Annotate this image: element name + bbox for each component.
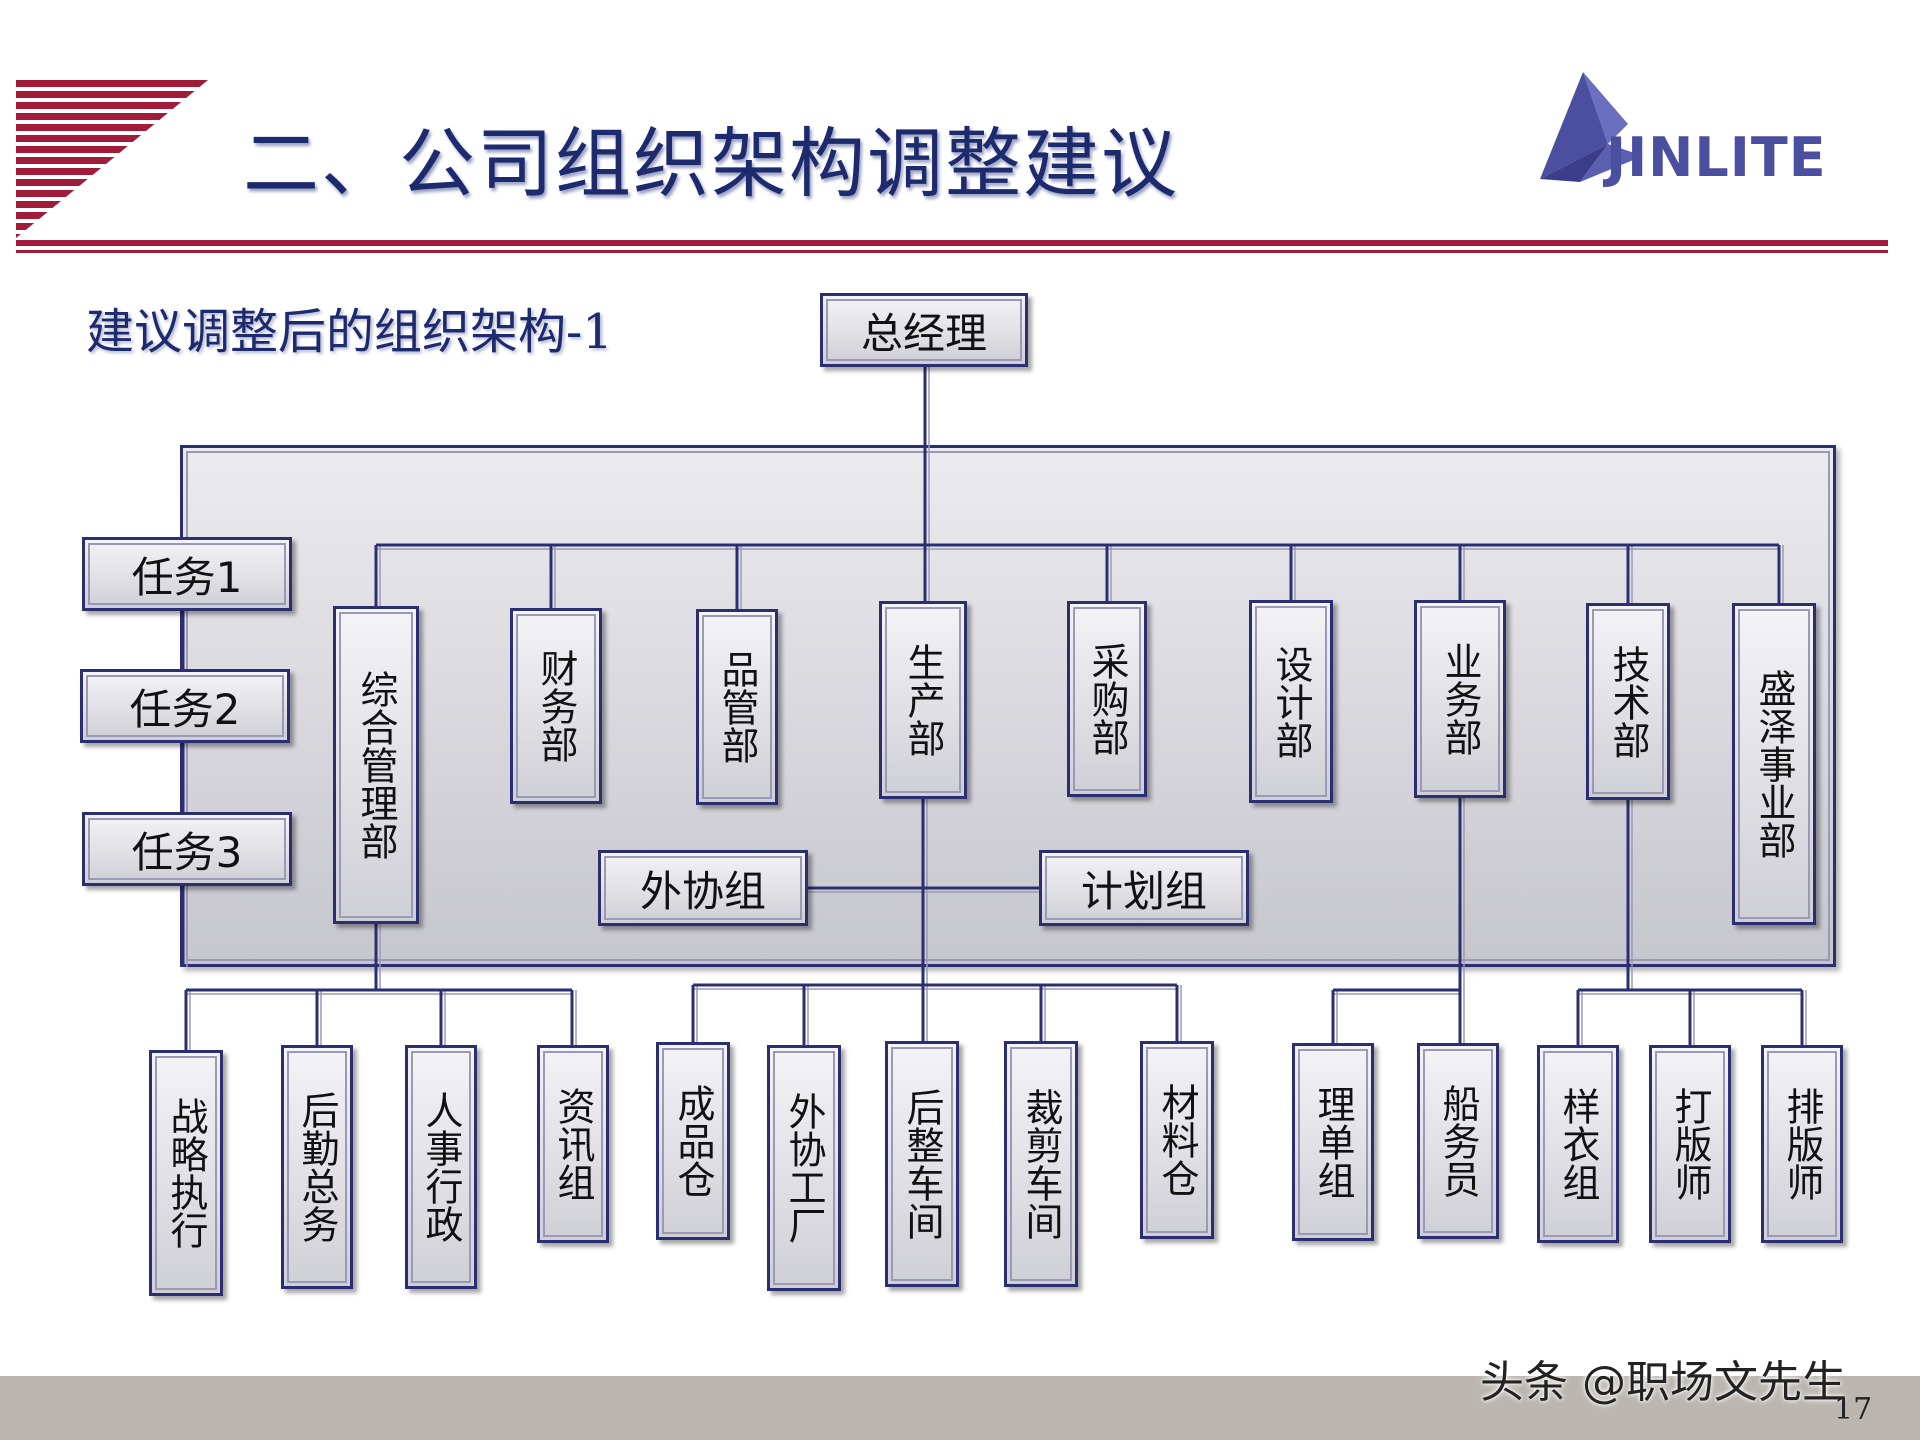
page-number: 17 <box>1834 1392 1873 1427</box>
department-node: 生产部 <box>879 601 967 799</box>
sub-unit-node: 材料仓 <box>1140 1041 1214 1239</box>
diagram-subtitle: 建议调整后的组织架构-1 <box>86 304 613 360</box>
department-node: 综合管理部 <box>333 606 419 924</box>
departments-frame <box>180 445 1836 967</box>
watermark: 头条 @职场文先生 <box>1480 1357 1846 1408</box>
sub-unit-node: 样衣组 <box>1537 1045 1619 1243</box>
sub-unit-node: 外协工厂 <box>767 1045 841 1291</box>
department-node: 采购部 <box>1067 601 1147 797</box>
logo-text: JINLITE <box>1606 126 1827 189</box>
task-node: 任务3 <box>82 812 292 886</box>
sub-unit-node: 船务员 <box>1417 1043 1499 1239</box>
title-rule <box>16 240 1888 246</box>
department-node: 设计部 <box>1249 600 1333 803</box>
sub-unit-node: 打版师 <box>1649 1045 1731 1243</box>
department-node: 技术部 <box>1586 603 1670 800</box>
sub-unit-node: 排版师 <box>1761 1045 1843 1243</box>
jinlite-logo-icon <box>1540 72 1643 182</box>
slide-title: 二、公司组织架构调整建议 <box>243 119 1179 208</box>
sub-unit-node: 成品仓 <box>656 1042 730 1240</box>
task-node: 任务1 <box>82 537 292 611</box>
task-node: 任务2 <box>80 669 290 743</box>
sub-unit-node: 裁剪车间 <box>1004 1041 1078 1287</box>
title-rule-thin <box>16 250 1888 253</box>
sub-unit-node: 战略执行 <box>149 1050 223 1296</box>
group-node: 计划组 <box>1039 850 1249 926</box>
department-node: 盛泽事业部 <box>1732 603 1816 925</box>
group-node: 外协组 <box>598 850 808 926</box>
sub-unit-node: 人事行政 <box>405 1045 477 1289</box>
department-node: 财务部 <box>510 608 602 804</box>
corner-stripes-decoration <box>16 80 208 238</box>
root-node: 总经理 <box>820 293 1028 367</box>
department-node: 业务部 <box>1414 600 1506 798</box>
sub-unit-node: 后勤总务 <box>281 1045 353 1289</box>
department-node: 品管部 <box>696 609 778 805</box>
footer-bar <box>0 1376 1920 1440</box>
sub-unit-node: 后整车间 <box>885 1041 959 1287</box>
sub-unit-node: 理单组 <box>1292 1043 1374 1241</box>
sub-unit-node: 资讯组 <box>537 1045 609 1243</box>
